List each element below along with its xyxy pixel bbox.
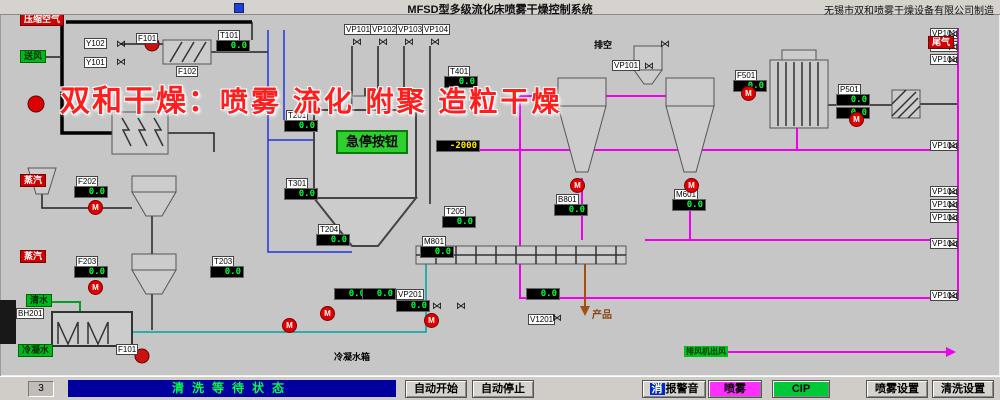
instrument-tag-f101: F101 — [136, 33, 159, 44]
manufacturer-credit: 无锡市双和喷雾干燥设备有限公司制造 — [824, 6, 994, 17]
motor-indicator[interactable]: M — [282, 318, 297, 333]
flow-label: 蒸汽 — [20, 250, 47, 263]
value-display: 0.0 — [442, 216, 476, 228]
page-indicator: 3 — [28, 381, 54, 397]
flow-label: 排风机出风 — [684, 346, 728, 357]
instrument-tag-y102: Y102 — [84, 38, 107, 49]
value-display: 0.0 — [316, 234, 350, 246]
flow-label: 清水 — [26, 294, 53, 307]
motor-indicator[interactable]: M — [570, 178, 585, 193]
value-display: 0.0 — [444, 76, 478, 88]
motor-indicator[interactable]: M — [88, 280, 103, 295]
spray-button[interactable]: 喷雾 — [708, 380, 762, 398]
control-bar: 3 清洗等待状态 自动开始 自动停止 消报警音 喷雾 CIP 喷雾设置 清洗设置 — [0, 376, 1000, 400]
status-bar: 清洗等待状态 — [68, 380, 396, 397]
mute-alarm-label: 报警音 — [665, 382, 699, 395]
value-display: 0.0 — [396, 300, 430, 312]
instrument-tag-vp101: VP101 — [344, 24, 373, 35]
value-display: 0.0 — [210, 266, 244, 278]
valve-icon[interactable]: ⋈ — [948, 187, 958, 198]
valve-icon[interactable]: ⋈ — [948, 200, 958, 211]
value-display: 0.0 — [420, 246, 454, 258]
flow-label: 产品 — [592, 310, 612, 321]
clean-settings-button[interactable]: 清洗设置 — [932, 380, 994, 398]
mute-alarm-button[interactable]: 消报警音 — [642, 380, 706, 398]
value-display: 0.0 — [284, 188, 318, 200]
app-title: MFSD型多级流化床喷雾干燥控制系统 — [407, 4, 593, 16]
instrument-tag-vp104: VP104 — [422, 24, 451, 35]
flow-label: 尾气 — [928, 36, 955, 49]
auto-start-button[interactable]: 自动开始 — [405, 380, 467, 398]
emergency-stop-button[interactable]: 急停按钮 — [336, 130, 408, 154]
valve-icon[interactable]: ⋈ — [116, 39, 126, 50]
instrument-tag-bh201: BH201 — [16, 308, 45, 319]
value-display: 0.0 — [836, 94, 870, 106]
valve-icon[interactable]: ⋈ — [352, 37, 362, 48]
valve-icon[interactable]: ⋈ — [948, 213, 958, 224]
valve-icon[interactable]: ⋈ — [948, 29, 958, 40]
motor-indicator[interactable]: M — [424, 313, 439, 328]
value-display: 0.0 — [672, 199, 706, 211]
motor-indicator[interactable]: M — [88, 200, 103, 215]
instrument-tag-vp102: VP102 — [370, 24, 399, 35]
instrument-tag-f101: F101 — [116, 344, 139, 355]
instrument-tag-v1201: V1201 — [528, 314, 556, 325]
valve-icon[interactable]: ⋈ — [948, 141, 958, 152]
value-display: 0.0 — [526, 288, 560, 300]
motor-indicator[interactable]: M — [684, 178, 699, 193]
flow-label: 蒸汽 — [20, 174, 47, 187]
motor-indicator[interactable]: M — [849, 112, 864, 127]
motor-indicator[interactable]: M — [741, 86, 756, 101]
flow-label: 排空 — [594, 40, 613, 50]
valve-icon[interactable]: ⋈ — [116, 57, 126, 68]
valve-icon[interactable]: ⋈ — [456, 301, 466, 312]
app-icon — [234, 3, 244, 13]
valve-icon[interactable]: ⋈ — [432, 301, 442, 312]
valve-icon[interactable]: ⋈ — [948, 291, 958, 302]
value-display: 0.0 — [74, 186, 108, 198]
value-display: -2000 — [436, 140, 480, 152]
value-display: 0.0 — [554, 204, 588, 216]
flow-label: 冷凝水 — [18, 344, 54, 357]
instrument-tag-y101: Y101 — [84, 57, 107, 68]
valve-icon[interactable]: ⋈ — [378, 37, 388, 48]
valve-icon[interactable]: ⋈ — [660, 39, 670, 50]
valve-icon[interactable]: ⋈ — [404, 37, 414, 48]
spray-settings-button[interactable]: 喷雾设置 — [866, 380, 928, 398]
valve-icon[interactable]: ⋈ — [948, 55, 958, 66]
motor-indicator[interactable]: M — [320, 306, 335, 321]
cip-button[interactable]: CIP — [772, 380, 830, 398]
valve-icon[interactable]: ⋈ — [430, 37, 440, 48]
valve-icon[interactable]: ⋈ — [552, 313, 562, 324]
value-display: 0.0 — [216, 40, 250, 52]
valve-icon[interactable]: ⋈ — [644, 61, 654, 72]
mute-alarm-prefix: 消 — [649, 382, 665, 395]
value-display: 0.0 — [284, 120, 318, 132]
instrument-tag-f102: F102 — [176, 66, 199, 77]
instrument-tag-vp201: VP201 — [396, 289, 425, 300]
valve-icon[interactable]: ⋈ — [948, 239, 958, 250]
instrument-tag-vp103: VP103 — [396, 24, 425, 35]
instrument-tag-vp101: VP101 — [612, 60, 641, 71]
auto-stop-button[interactable]: 自动停止 — [472, 380, 534, 398]
flow-label: 送风 — [20, 50, 47, 63]
title-bar: MFSD型多级流化床喷雾干燥控制系统 无锡市双和喷雾干燥设备有限公司制造 — [0, 0, 1000, 17]
flow-label: 冷凝水箱 — [334, 352, 371, 362]
value-display: 0.0 — [74, 266, 108, 278]
value-display: 0.0 — [362, 288, 396, 300]
